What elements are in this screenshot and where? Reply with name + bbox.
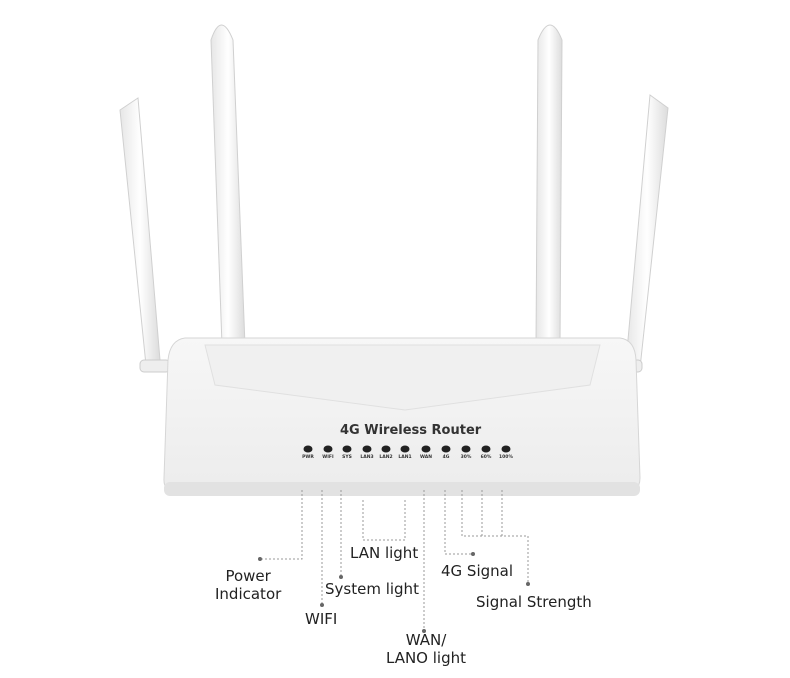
antenna-left-outer: [119, 97, 171, 373]
led-indicator: [400, 445, 410, 453]
led-indicator: [323, 445, 333, 453]
led-label: 30%: [460, 455, 472, 460]
led-label: LAN3: [360, 455, 374, 460]
led-indicator: [421, 445, 431, 453]
antenna-left-inner: [210, 24, 246, 346]
led-indicator: [303, 445, 313, 453]
callout-dots: [258, 552, 530, 633]
led-indicator: [342, 445, 352, 453]
led-indicator: [501, 445, 511, 453]
led-label: WIFI: [322, 455, 334, 460]
signal-strength-label: Signal Strength: [476, 593, 592, 611]
system-light-label: System light: [325, 580, 419, 598]
led-indicator: [461, 445, 471, 453]
led-indicator: [481, 445, 491, 453]
lan-light-label: LAN light: [350, 544, 419, 562]
led-indicator: [362, 445, 372, 453]
4g-signal-label: 4G Signal: [441, 562, 514, 580]
wifi-label: WIFI: [305, 610, 338, 628]
led-label: 100%: [499, 455, 513, 460]
callout-lines: [262, 490, 529, 631]
router-title: 4G Wireless Router: [340, 423, 482, 438]
led-indicator: [381, 445, 391, 453]
led-label: LAN1: [398, 455, 412, 460]
led-indicator: [441, 445, 451, 453]
led-label: WAN: [419, 455, 432, 460]
vent-grille: [204, 344, 601, 411]
led-label: 4G: [442, 455, 450, 460]
antenna-right-inner: [535, 24, 563, 346]
led-label: PWR: [302, 455, 314, 460]
led-label: SYS: [342, 455, 352, 460]
wan-light-label: WAN/LANO light: [386, 631, 467, 667]
antenna-right-outer: [611, 94, 669, 373]
led-label: 60%: [480, 455, 492, 460]
led-label: LAN2: [379, 455, 393, 460]
